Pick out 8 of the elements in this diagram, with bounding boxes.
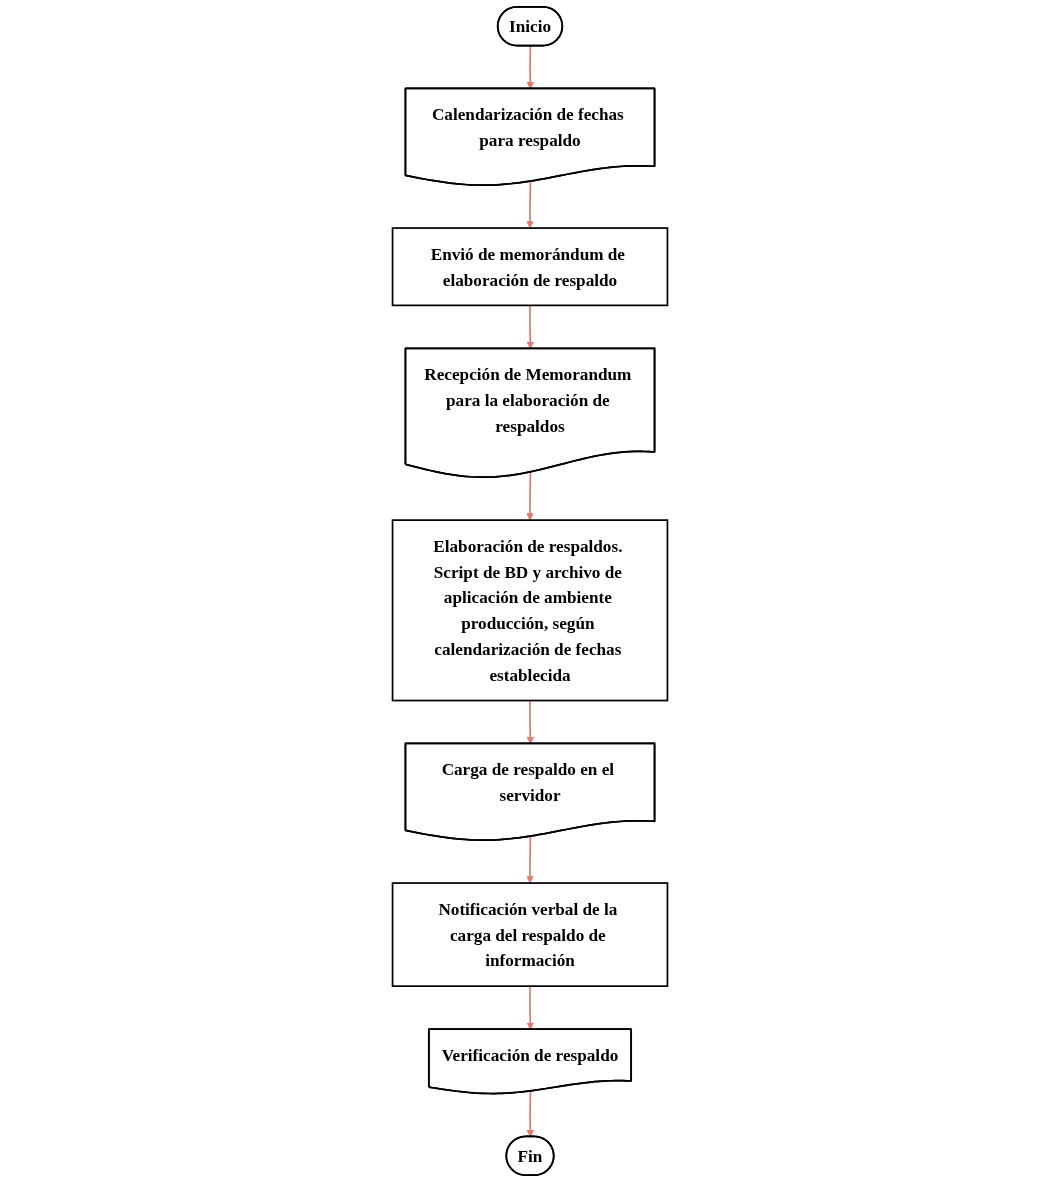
arrow xyxy=(525,835,534,884)
arrow xyxy=(525,471,534,521)
node-box: Envió de memorándum de elaboración de respaldo xyxy=(391,227,668,307)
arrow xyxy=(526,985,534,1030)
node-box: Notificación verbal de la carga del respaldo de información xyxy=(391,882,668,987)
arrow xyxy=(526,1090,534,1138)
arrow xyxy=(525,180,534,229)
node-box: Elaboración de respaldos. Script de BD y archivo de aplicación de ambiente producción, según calendarización de fechas establecida xyxy=(391,519,668,702)
